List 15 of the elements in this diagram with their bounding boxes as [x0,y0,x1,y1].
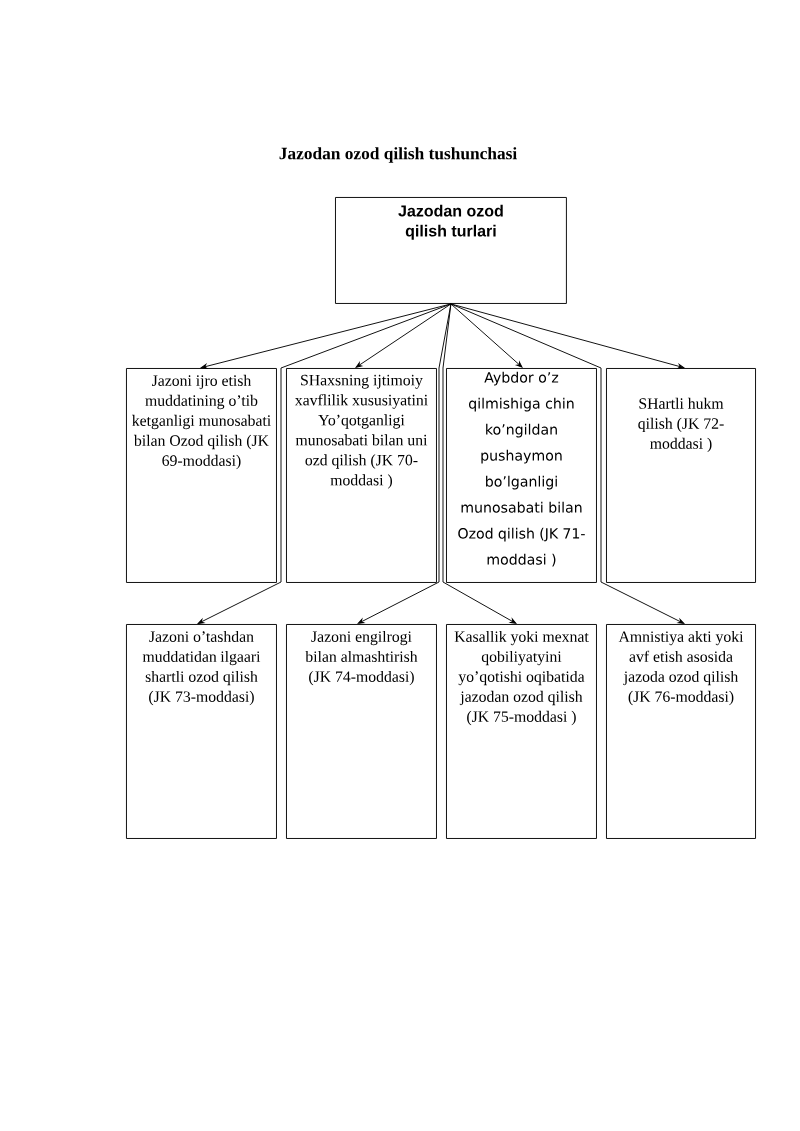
article-box: Aybdor o’z qilmishiga chin ko’ngildan pushaymon bo’lganligi munosabati bilan Ozod qilish (JK 71- moddasi ) [446,368,597,583]
arrow [442,303,517,624]
heading-box: Jazodan ozod qilish turlari [335,197,567,304]
article-box: Jazoni engilrogi bilan almashtirish (JK 74-moddasi) [286,624,437,839]
article-box: Jazoni ijro etish muddatining o’tib ketganligi munosabati bilan Ozod qilish (JK 69-moddasi) [126,368,277,583]
article-box: Kasallik yoki mexnat qobiliyatyini yo’qotishi oqibatida jazodan ozod qilish (JK 75-moddasi ) [446,624,597,839]
arrow [450,303,523,368]
article-box: Amnistiya akti yoki avf etish asosida jazoda ozod qilish (JK 76-moddasi) [606,624,756,839]
article-box: Jazoni o’tashdan muddatidan ilgaari shartli ozod qilish (JK 73-moddasi) [126,624,277,839]
arrow [450,303,685,624]
arrow [355,303,452,368]
article-box: SHaxsning ijtimoiy xavflilik xususiyatini Yo’qotganligi munosabati bilan uni ozd qilish (JK 70- moddasi ) [286,368,437,583]
title: Jazodan ozod qilish tushunchasi [279,147,517,163]
arrow [197,303,452,624]
article-box: SHartli hukm qilish (JK 72- moddasi ) [606,368,756,583]
